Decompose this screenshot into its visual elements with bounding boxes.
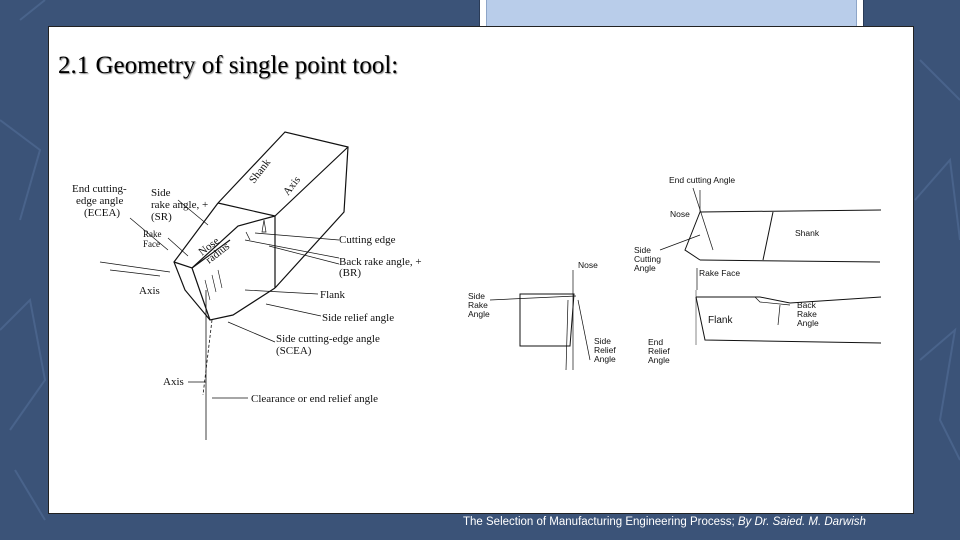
label-axis-top: Axis [281, 174, 303, 198]
label-end-cutting-angle: End cutting Angle [669, 175, 735, 185]
label-end-cutting-edge-3: (ECEA) [84, 207, 120, 219]
label-side-cutting-2: Cutting [634, 254, 661, 264]
label-end-relief-2: Relief [648, 346, 670, 356]
label-back-rake-1-right: Back [797, 300, 817, 310]
label-side-rake-2: rake angle, + [151, 199, 208, 211]
label-side-rake-2-right: Rake [468, 300, 488, 310]
label-cutting-edge: Cutting edge [339, 234, 396, 246]
label-end-relief-3: Angle [648, 355, 670, 365]
label-side-rake-3-right: Angle [468, 309, 490, 319]
label-shank-right: Shank [795, 228, 820, 238]
slide-footer: The Selection of Manufacturing Engineeri… [463, 516, 866, 528]
footer-text: The Selection of Manufacturing Engineeri… [463, 516, 738, 528]
label-side-cutting-3: Angle [634, 263, 656, 273]
label-flank-right: Flank [708, 315, 733, 326]
label-back-rake-2: (BR) [339, 267, 361, 279]
label-side-rake-1: Side [151, 187, 171, 199]
label-rake-face: Rake Face [699, 268, 740, 278]
label-side-cutting-edge-2: (SCEA) [276, 345, 312, 357]
label-shank: Shank [247, 156, 274, 185]
label-nose-top: Nose [670, 209, 690, 219]
label-side-rake-3: (SR) [151, 211, 172, 223]
label-back-rake-2-right: Rake [797, 309, 817, 319]
label-side-relief-3-right: Angle [594, 354, 616, 364]
label-axis-left: Axis [139, 285, 160, 297]
label-side-cutting-edge-1: Side cutting-edge angle [276, 333, 380, 345]
label-side-rake-1-right: Side [468, 291, 485, 301]
label-back-rake-1: Back rake angle, + [339, 256, 422, 268]
slide-title: 2.1 Geometry of single point tool: [58, 52, 399, 79]
label-side-relief-2-right: Relief [594, 345, 616, 355]
label-end-relief-1: End [648, 337, 663, 347]
label-back-rake-3-right: Angle [797, 318, 819, 328]
footer-author: By Dr. Saied. M. Darwish [737, 516, 866, 528]
label-rake-face-1: Rake [143, 229, 162, 239]
label-clearance-angle: Clearance or end relief angle [251, 393, 378, 405]
label-nose-mid: Nose [578, 260, 598, 270]
label-side-relief-angle: Side relief angle [322, 312, 394, 324]
label-rake-face-2: Face [143, 239, 160, 249]
label-end-cutting-edge-2: edge angle [76, 195, 123, 207]
label-flank: Flank [320, 289, 346, 301]
left-tool-diagram [99, 131, 349, 440]
label-end-cutting-edge-1: End cutting- [72, 183, 127, 195]
label-axis-bottom: Axis [163, 376, 184, 388]
label-side-cutting-1: Side [634, 245, 651, 255]
right-tool-diagram [489, 187, 882, 371]
label-side-relief-1-right: Side [594, 336, 611, 346]
